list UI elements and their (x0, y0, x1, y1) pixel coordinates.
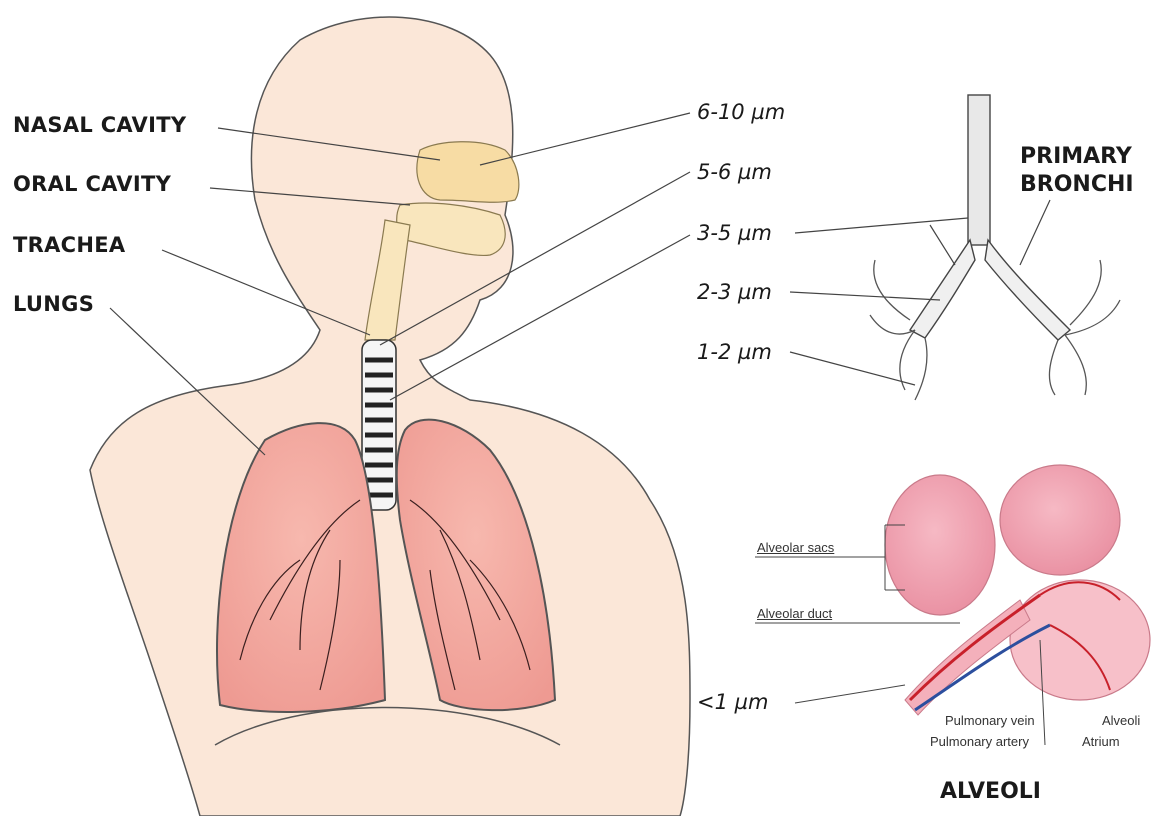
size-5-6: 5-6 µm (697, 160, 772, 184)
size-2-3: 2-3 µm (697, 280, 772, 304)
size-3-5: 3-5 µm (697, 221, 772, 245)
bronchial-tree (910, 95, 1070, 340)
label-oral-cavity: ORAL CAVITY (13, 172, 171, 196)
label-pulmonary-vein: Pulmonary vein (945, 713, 1035, 728)
label-alveolar-duct: Alveolar duct (757, 606, 832, 621)
label-lungs: LUNGS (13, 292, 94, 316)
label-pulmonary-artery: Pulmonary artery (930, 734, 1029, 749)
label-trachea: TRACHEA (13, 233, 125, 257)
size-less-than-1: <1 µm (697, 690, 768, 714)
alveoli-cluster (885, 465, 1150, 715)
leader-lines-bronchi (790, 200, 1050, 385)
bronchial-branches (870, 260, 1120, 400)
label-primary: PRIMARY (1020, 143, 1132, 171)
label-bronchi: BRONCHI (1020, 171, 1134, 199)
label-nasal-cavity: NASAL CAVITY (13, 113, 186, 137)
label-atrium: Atrium (1082, 734, 1120, 749)
size-1-2: 1-2 µm (697, 340, 772, 364)
size-6-10: 6-10 µm (697, 100, 785, 124)
label-alveoli-small: Alveoli (1102, 713, 1140, 728)
label-alveolar-sacs: Alveolar sacs (757, 540, 834, 555)
nasal-cavity-shape (417, 142, 519, 202)
label-alveoli-title: ALVEOLI (940, 778, 1041, 806)
